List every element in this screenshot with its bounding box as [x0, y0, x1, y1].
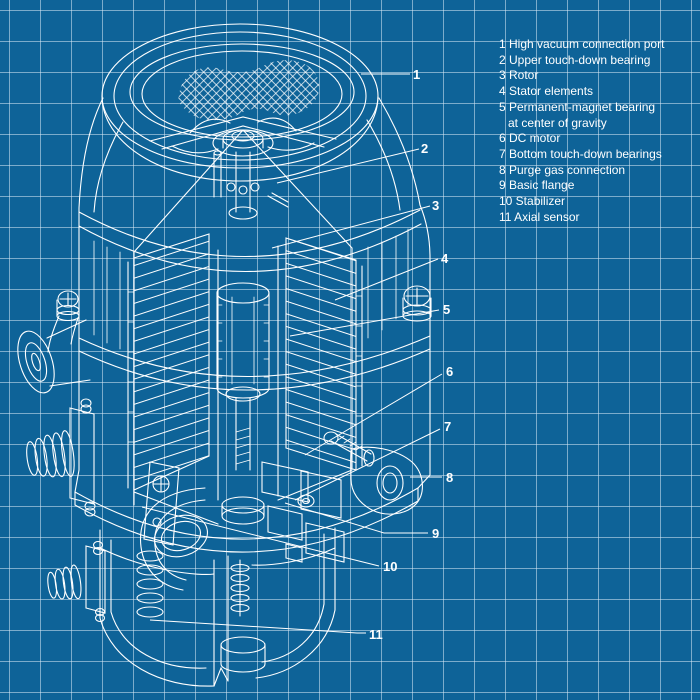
legend-line: 10 Stabilizer: [499, 194, 566, 209]
callout-3: 3: [271, 198, 439, 249]
legend-line: 8 Purge gas connection: [499, 162, 626, 177]
stator-stack-left: [127, 233, 210, 491]
splinter-shield-mesh: [178, 60, 320, 121]
callout-11: 11: [149, 619, 383, 642]
callout-number: 3: [432, 198, 439, 213]
callout-number: 10: [383, 559, 397, 574]
stator-stack-right: [217, 237, 363, 501]
legend-line: 11 Axial sensor: [499, 209, 580, 224]
side-ports: [17, 285, 432, 623]
callout-number: 2: [421, 141, 428, 156]
callout-number: 4: [441, 251, 449, 266]
bottom-housing: [99, 527, 336, 687]
legend-line: 2 Upper touch-down bearing: [499, 52, 651, 67]
lower-flange: [74, 469, 431, 553]
callout-7: 7: [294, 419, 451, 501]
legend-line-continuation: at center of gravity: [508, 115, 607, 130]
legend-line: 9 Basic flange: [499, 178, 575, 193]
legend-line: 6 DC motor: [499, 131, 561, 146]
legend-line: 7 Bottom touch-down bearings: [499, 146, 662, 161]
legend-line: 5 Permanent-magnet bearing: [499, 99, 656, 114]
callouts: 1 2 3 4 5 6 7: [141, 67, 453, 642]
callout-2: 2: [276, 141, 428, 184]
legend-line: 1 High vacuum connection port: [499, 37, 665, 51]
callout-5: 5: [289, 302, 450, 337]
callout-number: 7: [444, 419, 451, 434]
callout-number: 5: [443, 302, 450, 317]
callout-number: 8: [446, 470, 453, 485]
callout-9: 9: [284, 502, 439, 541]
legend-line: 4 Stator elements: [499, 84, 594, 99]
rotor-shaft-assembly: [216, 282, 270, 525]
callout-number: 11: [369, 627, 383, 642]
top-flange: [78, 23, 421, 213]
callout-number: 9: [432, 526, 439, 541]
callout-10: 10: [141, 506, 397, 574]
legend-line: 3 Rotor: [499, 68, 539, 83]
dc-motor: [133, 461, 353, 563]
callout-number: 1: [413, 67, 420, 82]
upper-housing: [78, 129, 431, 506]
callout-4: 4: [334, 251, 449, 301]
purge-gas-connection: [323, 431, 423, 515]
callout-6: 6: [304, 364, 453, 456]
parts-legend: 1 High vacuum connection port 2 Upper to…: [499, 37, 664, 225]
callout-8: 8: [410, 470, 453, 485]
rotor-hub: [149, 116, 337, 220]
callout-1: 1: [361, 67, 420, 82]
callout-number: 6: [446, 364, 453, 379]
